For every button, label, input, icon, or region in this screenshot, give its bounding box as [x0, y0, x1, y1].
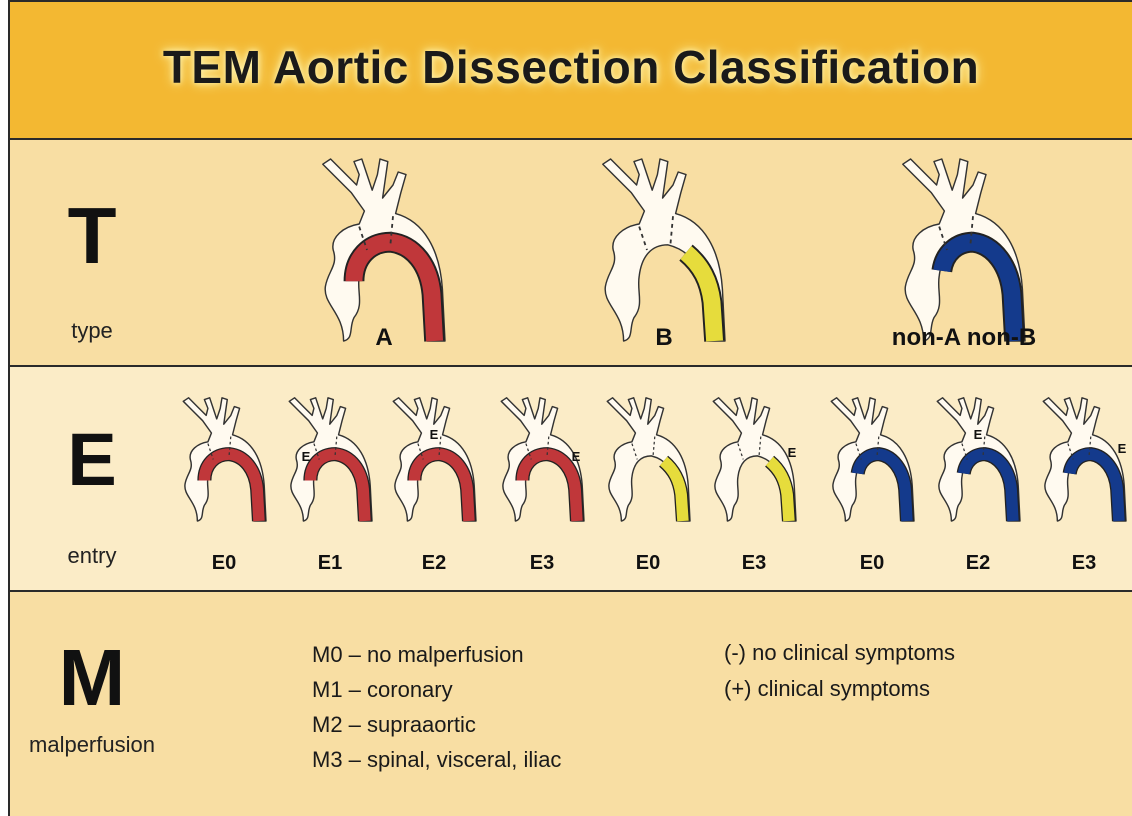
symptoms-negative: (-) no clinical symptoms [724, 640, 955, 666]
type-diagram-label: non-A non-B [892, 324, 1036, 351]
malperfusion-row: M malperfusion M0 – no malperfusion M1 –… [8, 592, 1132, 816]
entry-tear-marker: E [974, 427, 983, 442]
entry-aorta-7 [937, 398, 1020, 521]
type-aorta-0 [323, 159, 445, 341]
entry-aorta-5 [713, 398, 796, 521]
entry-diagram-label: E1 [318, 552, 342, 574]
malperfusion-letter: M [32, 632, 152, 724]
entry-tear-marker: E [302, 449, 311, 464]
malperfusion-grade-m2: M2 – supraaortic [312, 712, 476, 738]
symptoms-positive: (+) clinical symptoms [724, 676, 930, 702]
entry-tear-marker: E [572, 449, 581, 464]
entry-tear-marker: E [430, 427, 439, 442]
entry-tear-marker: E [1118, 441, 1127, 456]
type-diagram-label: B [655, 324, 672, 351]
malperfusion-grade-m1: M1 – coronary [312, 677, 453, 703]
type-aorta-2 [903, 159, 1025, 341]
entry-diagram-label: E0 [212, 552, 236, 574]
malperfusion-label: malperfusion [12, 732, 172, 758]
malperfusion-grade-m0: M0 – no malperfusion [312, 642, 524, 668]
entry-aorta-8 [1043, 398, 1126, 521]
entry-aorta-diagrams: E0 E E1 E E2 E E3 E0 E E3 E0 E E2 E E3 [10, 367, 1130, 590]
entry-diagram-label: E3 [530, 552, 554, 574]
entry-diagram-label: E3 [1072, 552, 1096, 574]
entry-aorta-2 [393, 398, 476, 521]
entry-diagram-label: E0 [860, 552, 884, 574]
type-aorta-1 [603, 159, 725, 341]
entry-tear-marker: E [788, 445, 797, 460]
entry-aorta-0 [183, 398, 266, 521]
entry-aorta-4 [607, 398, 690, 521]
figure-title: TEM Aortic Dissection Classification [10, 40, 1132, 94]
malperfusion-grade-m3: M3 – spinal, visceral, iliac [312, 747, 561, 773]
type-diagram-label: A [375, 324, 392, 351]
entry-diagram-label: E3 [742, 552, 766, 574]
entry-aorta-6 [831, 398, 914, 521]
title-banner: TEM Aortic Dissection Classification [8, 0, 1132, 140]
entry-diagram-label: E2 [966, 552, 990, 574]
entry-diagram-label: E2 [422, 552, 446, 574]
entry-diagram-label: E0 [636, 552, 660, 574]
